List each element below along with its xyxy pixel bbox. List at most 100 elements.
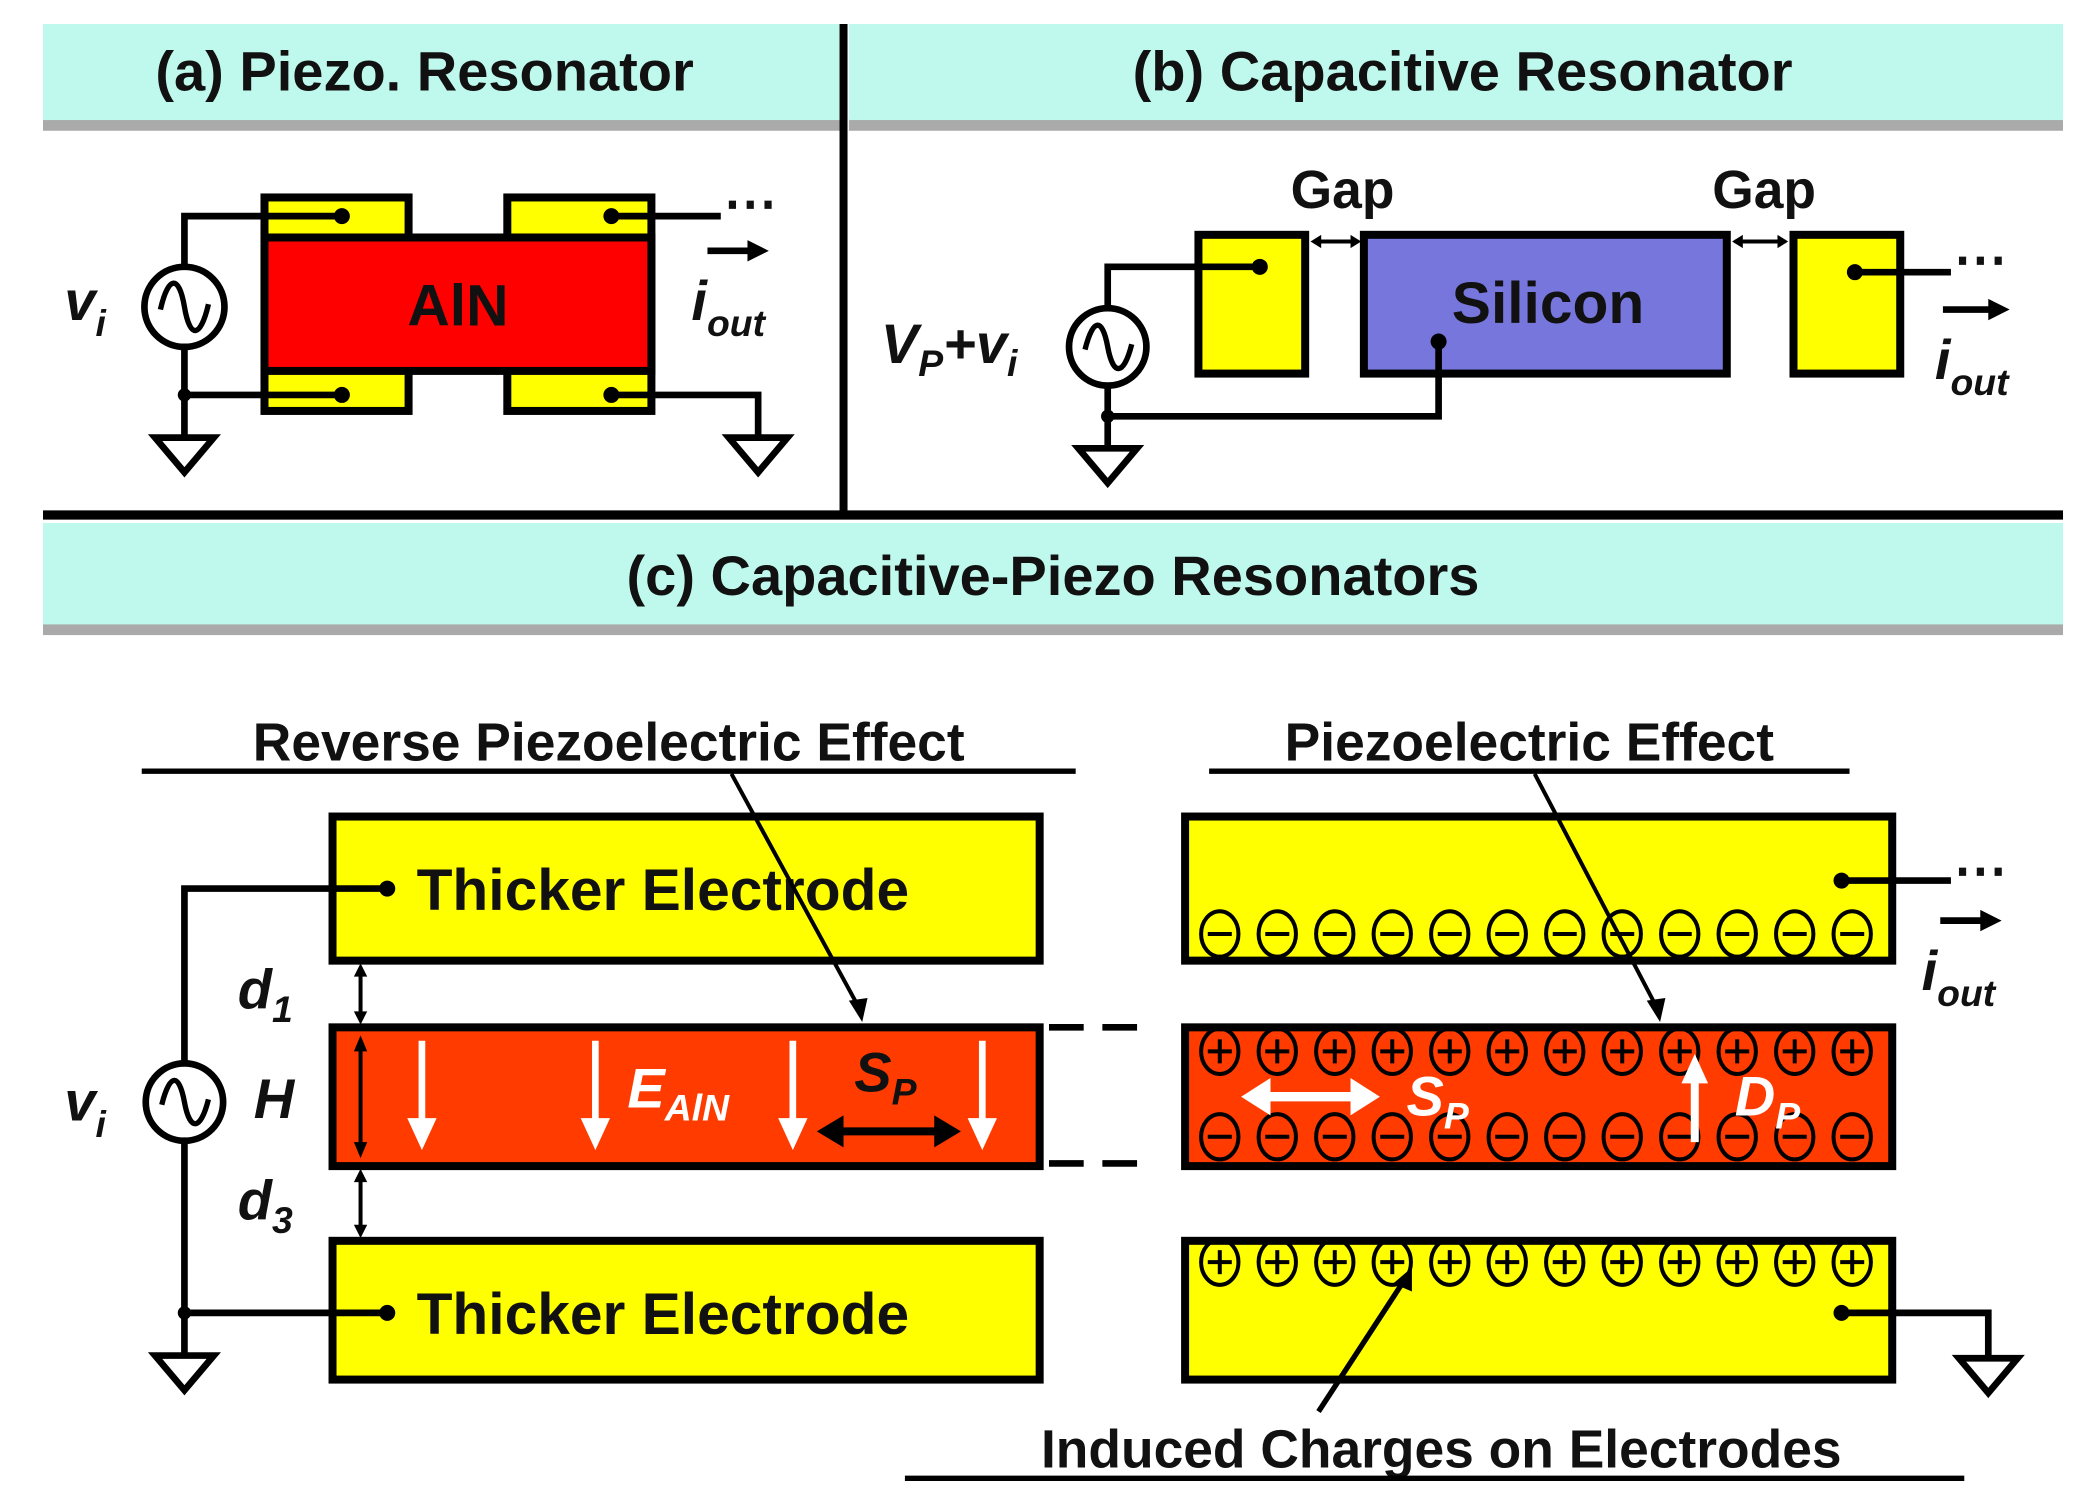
electrode-b-right xyxy=(1789,230,1905,378)
negative-charges-top-electrode xyxy=(1199,909,1873,959)
header-b: (b) Capacitive Resonator xyxy=(848,24,2064,131)
positive-charge-icon xyxy=(1716,1026,1758,1077)
negative-charge-icon xyxy=(1256,1112,1298,1162)
negative-charge-icon xyxy=(1429,1112,1471,1162)
negative-charge-icon xyxy=(1486,1112,1528,1162)
sp-label-left: SP xyxy=(854,1040,916,1112)
bottom-thicker-electrode xyxy=(328,1236,1044,1384)
negative-charge-icon xyxy=(1601,909,1643,959)
aln-block xyxy=(260,233,656,375)
positive-charge-icon xyxy=(1774,1237,1816,1287)
white-up-arrow-icon xyxy=(1681,1054,1709,1143)
vi-label-a: vi xyxy=(64,269,107,344)
negative-charge-icon xyxy=(1256,909,1298,959)
negative-charge-icon xyxy=(1314,1112,1356,1162)
piezo-heading: Piezoelectric Effect xyxy=(1285,714,1775,773)
panel-c: Reverse Piezoelectric Effect Piezoelectr… xyxy=(64,714,2025,1481)
negative-charge-icon xyxy=(1544,1112,1586,1162)
vp-vi-label: VP+vi xyxy=(881,312,1019,384)
arrow-right-icon xyxy=(707,240,769,262)
panel-b: Gap Gap Silicon VP+vi ⋯ xyxy=(881,161,2010,489)
positive-charges-bottom-electrode xyxy=(1199,1237,1873,1287)
iout-label-a: iout xyxy=(691,269,766,344)
gap-label-right: Gap xyxy=(1712,161,1816,220)
arrow-right-icon xyxy=(1940,909,2002,932)
pointer-reverse-piezo xyxy=(729,772,868,1023)
panel-a-title: (a) Piezo. Resonator xyxy=(155,40,693,103)
positive-charge-icon xyxy=(1256,1026,1298,1077)
positive-charge-icon xyxy=(1429,1237,1471,1287)
panel-b-title: (b) Capacitive Resonator xyxy=(1133,40,1793,103)
gap-label-left: Gap xyxy=(1291,161,1395,220)
header-c: (c) Capacitive-Piezo Resonators xyxy=(43,523,2064,636)
positive-charge-icon xyxy=(1314,1237,1356,1287)
panel-a: AlN vi ⋯ iout xyxy=(64,174,795,478)
ground-icon xyxy=(1071,444,1145,489)
positive-charge-icon xyxy=(1371,1026,1413,1077)
d1-dimension-arrow xyxy=(353,963,368,1025)
ac-source-icon xyxy=(141,263,228,351)
pointer-piezo xyxy=(1532,772,1666,1023)
h-dimension-arrow xyxy=(353,1035,368,1159)
negative-charge-icon xyxy=(1486,909,1528,959)
double-arrow-icon xyxy=(816,1115,961,1148)
negative-charge-icon xyxy=(1659,909,1701,959)
positive-charge-icon xyxy=(1831,1237,1873,1287)
negative-charge-icon xyxy=(1429,909,1471,959)
d1-label: d1 xyxy=(238,958,293,1030)
ellipsis-a: ⋯ xyxy=(723,174,776,233)
negative-charge-icon xyxy=(1199,1112,1241,1162)
positive-charge-icon xyxy=(1199,1237,1241,1287)
negative-charge-icon xyxy=(1544,909,1586,959)
positive-charge-icon xyxy=(1256,1237,1298,1287)
iout-label-c: iout xyxy=(1922,939,1997,1014)
sp-label-right: SP xyxy=(1407,1064,1469,1136)
positive-charge-icon xyxy=(1429,1026,1471,1077)
negative-charge-icon xyxy=(1774,909,1816,959)
positive-charge-icon xyxy=(1601,1237,1643,1287)
positive-charge-icon xyxy=(1601,1026,1643,1077)
eaIn-label: EAlN xyxy=(627,1056,730,1128)
iout-label-b: iout xyxy=(1935,328,2010,403)
down-arrow-icon xyxy=(580,1040,611,1151)
ground-icon xyxy=(1951,1354,2025,1399)
reverse-piezo-heading: Reverse Piezoelectric Effect xyxy=(253,714,965,773)
down-arrow-icon xyxy=(407,1040,437,1151)
panel-c-title: (c) Capacitive-Piezo Resonators xyxy=(627,544,1480,607)
positive-charge-icon xyxy=(1716,1237,1758,1287)
down-arrow-icon xyxy=(778,1040,808,1151)
pointer-induced-charges xyxy=(1316,1267,1412,1414)
wire-a-top-left xyxy=(181,212,342,267)
e-field-arrows xyxy=(407,1040,997,1151)
dp-label: DP xyxy=(1735,1064,1800,1136)
induced-charges-caption: Induced Charges on Electrodes xyxy=(1041,1421,1842,1480)
vi-label-c: vi xyxy=(64,1070,107,1145)
positive-charge-icon xyxy=(1774,1026,1816,1077)
positive-charge-icon xyxy=(1199,1026,1241,1077)
h-label: H xyxy=(254,1067,296,1130)
negative-charge-icon xyxy=(1716,909,1758,959)
positive-charge-icon xyxy=(1486,1026,1528,1077)
ellipsis-b: ⋯ xyxy=(1954,231,2007,290)
positive-charge-icon xyxy=(1486,1237,1528,1287)
top-electrode-label: Thicker Electrode xyxy=(417,858,910,923)
negative-charge-icon xyxy=(1371,909,1413,959)
positive-charge-icon xyxy=(1659,1237,1701,1287)
ground-icon xyxy=(147,434,221,478)
negative-charge-icon xyxy=(1371,1112,1413,1162)
electrode-b-left xyxy=(1194,230,1310,378)
negative-charge-icon xyxy=(1716,1112,1758,1162)
white-double-arrow-icon xyxy=(1241,1078,1380,1116)
ellipsis-c: ⋯ xyxy=(1954,842,2007,901)
silicon-label: Silicon xyxy=(1452,271,1644,336)
negative-charge-icon xyxy=(1831,1112,1873,1162)
ac-source-icon xyxy=(1065,304,1150,389)
d3-dimension-arrow xyxy=(353,1168,368,1239)
gap-arrow-right-icon xyxy=(1732,234,1789,249)
header-a: (a) Piezo. Resonator xyxy=(43,24,841,131)
negative-charge-icon xyxy=(1314,909,1356,959)
positive-charge-icon xyxy=(1659,1026,1701,1077)
positive-charge-icon xyxy=(1314,1026,1356,1077)
bottom-electrode-label: Thicker Electrode xyxy=(417,1282,910,1347)
